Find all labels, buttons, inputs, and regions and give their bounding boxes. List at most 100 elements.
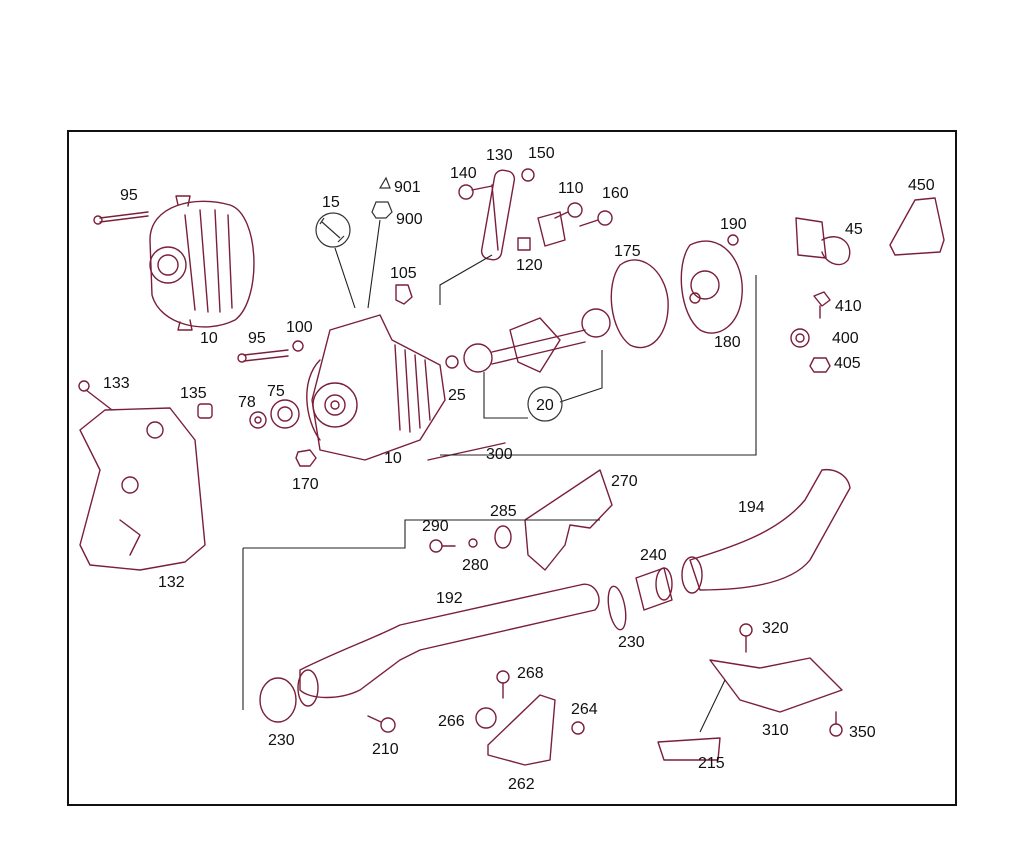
- label-450[interactable]: 450: [908, 177, 935, 194]
- label-25[interactable]: 25: [448, 387, 466, 404]
- washer-100[interactable]: [292, 340, 304, 352]
- label-100[interactable]: 100: [286, 319, 313, 336]
- label-95-top[interactable]: 95: [120, 187, 138, 204]
- nut-190[interactable]: [727, 234, 739, 246]
- bolt-110[interactable]: [554, 202, 583, 219]
- alternator-center[interactable]: [306, 314, 446, 461]
- bracket-132[interactable]: [79, 407, 206, 571]
- label-901[interactable]: 901: [394, 179, 421, 196]
- bolt-264[interactable]: [571, 721, 585, 735]
- label-210[interactable]: 210: [372, 741, 399, 758]
- label-45[interactable]: 45: [845, 221, 863, 238]
- label-78[interactable]: 78: [238, 394, 256, 411]
- bolt-160[interactable]: [579, 210, 613, 227]
- label-95-mid[interactable]: 95: [248, 330, 266, 347]
- label-266[interactable]: 266: [438, 713, 465, 730]
- bolt-95-top[interactable]: [93, 211, 149, 225]
- bolt-290[interactable]: [429, 539, 456, 553]
- label-10-top[interactable]: 10: [200, 330, 218, 347]
- label-135[interactable]: 135: [180, 385, 207, 402]
- label-133[interactable]: 133: [103, 375, 130, 392]
- regulator-45[interactable]: [795, 217, 851, 266]
- label-300[interactable]: 300: [486, 446, 513, 463]
- bolt-268[interactable]: [496, 670, 510, 699]
- label-262[interactable]: 262: [508, 776, 535, 793]
- pulley-75[interactable]: [270, 399, 300, 429]
- sensor-300[interactable]: [427, 442, 506, 461]
- filter-240[interactable]: [635, 567, 673, 611]
- cover-180[interactable]: [680, 240, 743, 334]
- label-15[interactable]: 15: [322, 194, 340, 211]
- pipe-194[interactable]: [689, 468, 851, 591]
- label-230-left[interactable]: 230: [268, 732, 295, 749]
- label-410[interactable]: 410: [835, 298, 862, 315]
- bracket-small[interactable]: [537, 211, 566, 247]
- label-320[interactable]: 320: [762, 620, 789, 637]
- label-175[interactable]: 175: [614, 243, 641, 260]
- label-160[interactable]: 160: [602, 185, 629, 202]
- washer-78[interactable]: [249, 411, 267, 429]
- nut-150[interactable]: [521, 168, 535, 182]
- label-10-center[interactable]: 10: [384, 450, 402, 467]
- label-310[interactable]: 310: [762, 722, 789, 739]
- alternator-top-left[interactable]: [149, 195, 255, 331]
- label-285[interactable]: 285: [490, 503, 517, 520]
- label-132[interactable]: 132: [158, 574, 185, 591]
- label-230-right[interactable]: 230: [618, 634, 645, 651]
- nut-405[interactable]: [809, 357, 831, 373]
- label-120[interactable]: 120: [516, 257, 543, 274]
- bushing-135[interactable]: [197, 403, 213, 419]
- bolt-140[interactable]: [458, 184, 493, 200]
- label-900[interactable]: 900: [396, 211, 423, 228]
- part-900[interactable]: [371, 201, 393, 219]
- label-405[interactable]: 405: [834, 355, 861, 372]
- pipe-192[interactable]: [299, 583, 600, 699]
- part-901[interactable]: [378, 176, 391, 189]
- clamp-230-left[interactable]: [259, 677, 297, 723]
- washer-25[interactable]: [445, 355, 459, 369]
- label-105[interactable]: 105: [390, 265, 417, 282]
- bracket-262[interactable]: [487, 694, 556, 766]
- shield-310[interactable]: [709, 657, 843, 713]
- gasket-175[interactable]: [610, 259, 669, 349]
- spacer-120[interactable]: [517, 237, 531, 251]
- label-215[interactable]: 215: [698, 755, 725, 772]
- bolt-320[interactable]: [739, 623, 753, 653]
- bolt-133[interactable]: [78, 380, 113, 411]
- label-110[interactable]: 110: [558, 180, 584, 197]
- label-180[interactable]: 180: [714, 334, 741, 351]
- bushing-400[interactable]: [790, 328, 810, 348]
- label-350[interactable]: 350: [849, 724, 876, 741]
- bolt-410[interactable]: [813, 291, 831, 319]
- label-194[interactable]: 194: [738, 499, 765, 516]
- label-268[interactable]: 268: [517, 665, 544, 682]
- label-190[interactable]: 190: [720, 216, 747, 233]
- label-170[interactable]: 170: [292, 476, 319, 493]
- label-150[interactable]: 150: [528, 145, 555, 162]
- bolt-210[interactable]: [367, 715, 396, 733]
- label-270[interactable]: 270: [611, 473, 638, 490]
- label-264[interactable]: 264: [571, 701, 598, 718]
- clamp-230-right[interactable]: [605, 585, 628, 631]
- label-75[interactable]: 75: [267, 383, 285, 400]
- bolt-350[interactable]: [829, 711, 843, 737]
- label-20[interactable]: 20: [536, 397, 554, 414]
- label-130[interactable]: 130: [486, 147, 513, 164]
- nut-170[interactable]: [295, 449, 317, 467]
- bolt-95-mid[interactable]: [237, 349, 289, 363]
- label-280[interactable]: 280: [462, 557, 489, 574]
- label-290[interactable]: 290: [422, 518, 449, 535]
- label-192[interactable]: 192: [436, 590, 463, 607]
- label-400[interactable]: 400: [832, 330, 859, 347]
- clamp-266[interactable]: [475, 707, 497, 729]
- rotor-20[interactable]: [463, 308, 611, 373]
- nut-105[interactable]: [395, 284, 413, 305]
- bracket-130[interactable]: [480, 169, 516, 261]
- bracket-450[interactable]: [889, 197, 945, 256]
- shield-270[interactable]: [524, 469, 613, 571]
- washer-285[interactable]: [494, 525, 512, 549]
- label-140[interactable]: 140: [450, 165, 477, 182]
- washer-280[interactable]: [468, 538, 478, 548]
- bracket-215[interactable]: [657, 737, 721, 761]
- label-240[interactable]: 240: [640, 547, 667, 564]
